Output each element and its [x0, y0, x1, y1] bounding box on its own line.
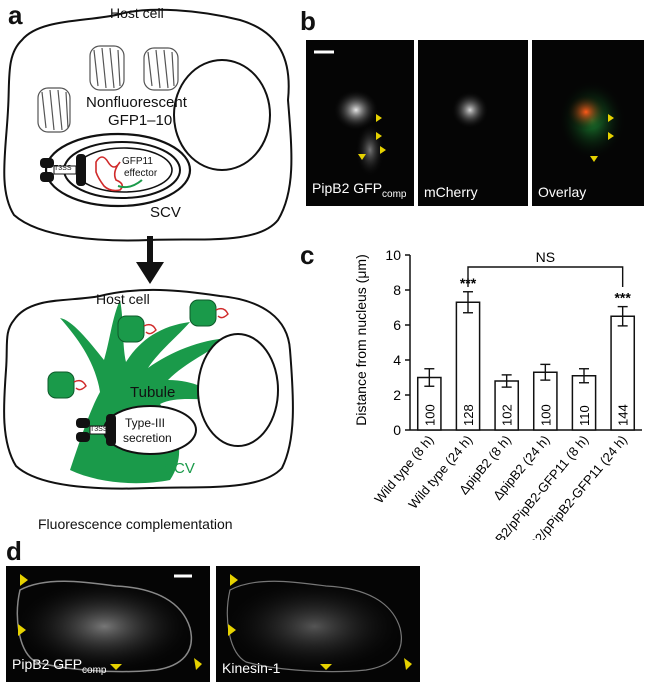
cell-signal-overlay [558, 80, 626, 162]
bracket-label: NS [536, 249, 555, 265]
gfp1-10-label: GFP1–10 [108, 112, 173, 129]
micro-label-kinesin: Kinesin-1 [222, 660, 281, 676]
panel-letter-b: b [300, 6, 316, 36]
nonfluorescent-label: Nonfluorescent [86, 94, 187, 111]
bar-chart: Distance from nucleus (μm) 0246810100Wil… [353, 247, 642, 540]
micrograph-kinesin-1: Kinesin-1 [216, 566, 420, 682]
micrograph-mcherry: mCherry [418, 40, 528, 206]
micrograph-pipb2-gfp-d: PipB2 GFPcomp [6, 566, 210, 682]
gfp11-label: GFP11 [122, 156, 153, 167]
gfp-barrel-icon [89, 45, 125, 91]
y-axis-label: Distance from nucleus (μm) [353, 254, 369, 425]
cell-signal-gray [226, 574, 412, 673]
scv-label-bottom: SCV [164, 460, 195, 477]
host-cell-label-bottom: Host cell [96, 291, 150, 307]
micro-label-pipb2-d: PipB2 GFPcomp [12, 656, 107, 676]
host-cell-label-top: Host cell [110, 5, 164, 21]
gfp-fluorescent-icon [117, 315, 157, 343]
micrograph-overlay: Overlay [532, 40, 644, 206]
significance-bracket [467, 266, 624, 287]
fluorescence-complementation-caption: Fluorescence complementation [38, 516, 233, 532]
significance-label: *** [614, 290, 631, 306]
cell-signal-gray [314, 50, 386, 176]
y-tick-label: 6 [393, 317, 401, 333]
nucleus-bottom [197, 333, 279, 447]
n-label: 100 [422, 404, 437, 426]
n-label: 128 [461, 404, 476, 426]
nucleus-top [173, 59, 271, 171]
t3ss-label-top: T3SS [54, 165, 72, 172]
t3ss-needle-icon [40, 154, 86, 186]
scv-outer-top [44, 132, 192, 208]
tubule-label: Tubule [130, 384, 176, 401]
t3ss-label-bottom: T3SS [90, 426, 108, 433]
gfp-fluorescent-icon [189, 299, 229, 327]
micrograph-pipb2-gfp: PipB2 GFPcomp [306, 40, 414, 206]
scv-bottom [103, 405, 197, 455]
gfp-barrel-icon [37, 87, 71, 133]
effector-red-icon [95, 156, 124, 192]
t3ss-needle-icon [76, 414, 116, 446]
arrow-down-icon [136, 262, 164, 284]
panel-letter-c: c [300, 240, 315, 270]
n-label: 110 [577, 405, 592, 426]
panel-letter-d: d [6, 536, 22, 566]
y-tick-label: 2 [393, 387, 401, 403]
gfp-fluorescent-icon [47, 371, 87, 399]
panel-letter-a: a [8, 0, 23, 30]
micro-label-overlay: Overlay [538, 184, 587, 200]
n-label: 100 [538, 404, 553, 426]
tubule-network [60, 300, 228, 484]
micro-label-mcherry: mCherry [424, 184, 478, 200]
scv-label-top: SCV [150, 204, 181, 221]
cell-signal-gray [16, 574, 202, 673]
gfp-barrel-icon [143, 47, 179, 91]
y-tick-label: 8 [393, 282, 401, 298]
micro-label-pipb2: PipB2 GFPcomp [312, 180, 407, 200]
y-tick-label: 10 [385, 247, 401, 263]
y-tick-label: 4 [393, 352, 401, 368]
n-label: 102 [500, 404, 515, 426]
type3-secretion-label-1: Type-III [125, 416, 166, 430]
n-label: 144 [616, 404, 631, 426]
gfp11-green-icon [117, 179, 143, 189]
cell-signal-gray [452, 92, 488, 128]
type3-secretion-label-2: secretion [123, 431, 172, 445]
panel-a-diagram [3, 8, 294, 490]
y-tick-label: 0 [393, 422, 401, 438]
effector-label: effector [124, 168, 158, 179]
